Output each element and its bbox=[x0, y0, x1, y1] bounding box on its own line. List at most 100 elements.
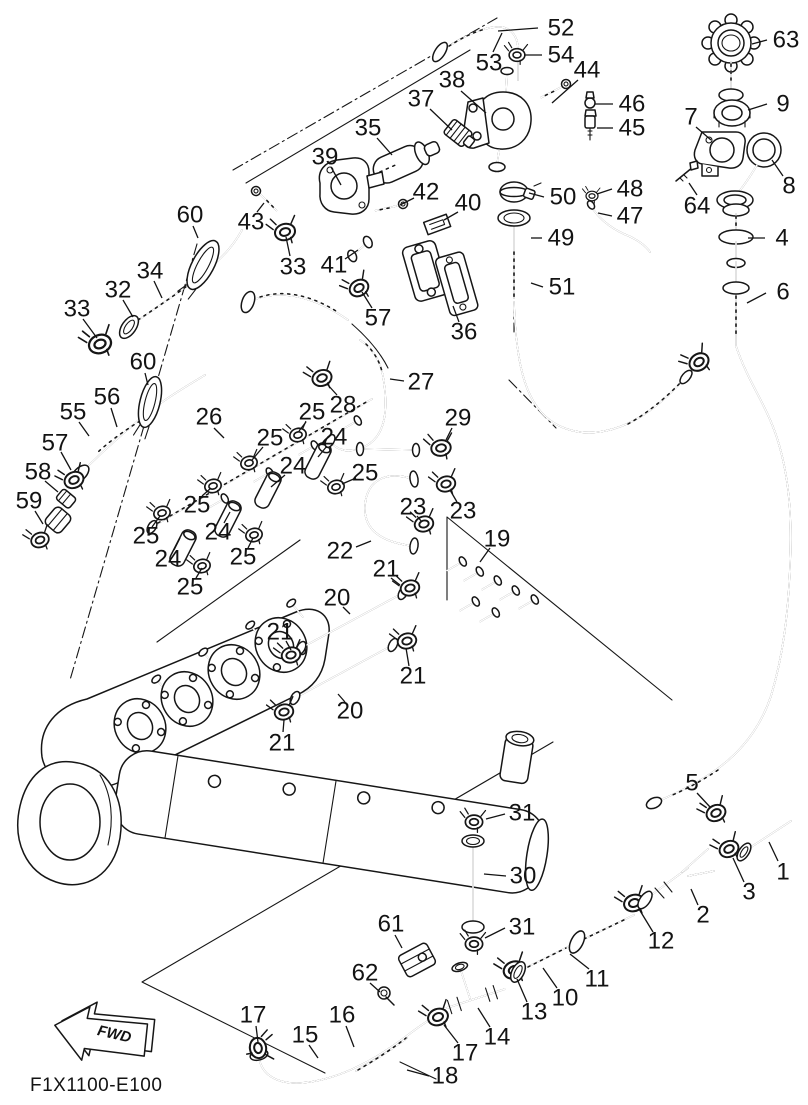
callout-19: 19 bbox=[484, 526, 511, 553]
callout-leader-24 bbox=[223, 511, 231, 524]
callout-leader-25 bbox=[341, 477, 357, 485]
callout-leader-37 bbox=[429, 108, 453, 131]
callout-leader-21 bbox=[285, 640, 292, 651]
callout-leader-64 bbox=[688, 182, 698, 196]
callout-leader-57 bbox=[60, 451, 72, 471]
callout-36: 36 bbox=[451, 319, 478, 346]
callout-leader-25 bbox=[195, 567, 203, 579]
callout-leader-10 bbox=[542, 967, 558, 989]
callout-leader-17 bbox=[255, 1025, 259, 1043]
callout-leader-35 bbox=[376, 137, 393, 156]
callout-56: 56 bbox=[94, 384, 121, 411]
callout-leader-20 bbox=[342, 606, 351, 615]
callout-leader-3 bbox=[732, 857, 745, 883]
callout-leader-21 bbox=[282, 719, 285, 733]
callout-leader-26 bbox=[213, 427, 225, 439]
fwd-arrow: FWD bbox=[54, 1001, 156, 1061]
callout-leader-5 bbox=[696, 792, 711, 808]
callout-leader-41 bbox=[344, 249, 359, 260]
callout-53: 53 bbox=[476, 50, 503, 77]
diagram-code: F1X1100-E100 bbox=[30, 1075, 162, 1096]
callout-leader-44 bbox=[551, 79, 579, 104]
callout-49: 49 bbox=[548, 225, 575, 252]
callout-10: 10 bbox=[552, 985, 579, 1012]
callout-leader-57 bbox=[361, 291, 373, 309]
callout-14: 14 bbox=[484, 1024, 511, 1051]
callout-leader-15 bbox=[308, 1044, 319, 1059]
callout-40: 40 bbox=[455, 190, 482, 217]
callout-25: 25 bbox=[133, 523, 160, 550]
callout-leader-47 bbox=[597, 212, 613, 217]
callout-52: 52 bbox=[548, 15, 575, 42]
callout-8: 8 bbox=[782, 173, 795, 200]
callout-7: 7 bbox=[684, 104, 697, 131]
callout-57: 57 bbox=[365, 305, 392, 332]
callout-leader-24 bbox=[270, 474, 286, 488]
callout-leader-17 bbox=[443, 1024, 459, 1044]
callout-25: 25 bbox=[184, 492, 211, 519]
callout-leader-31 bbox=[485, 813, 506, 820]
callout-leader-32 bbox=[122, 299, 134, 318]
callout-leader-11 bbox=[569, 953, 590, 970]
callout-24: 24 bbox=[280, 453, 307, 480]
callout-leader-27 bbox=[389, 378, 405, 382]
callout-leader-25 bbox=[201, 487, 212, 497]
callout-leader-29 bbox=[445, 427, 453, 441]
callout-leader-14 bbox=[477, 1007, 491, 1028]
callout-leader-62 bbox=[369, 982, 381, 993]
callout-33: 33 bbox=[280, 254, 307, 281]
callout-2: 2 bbox=[696, 902, 709, 929]
callout-leader-18 bbox=[406, 1069, 430, 1077]
callout-leader-56 bbox=[110, 407, 118, 428]
callout-48: 48 bbox=[617, 176, 644, 203]
callout-leader-21 bbox=[390, 577, 401, 586]
callout-leader-34 bbox=[153, 280, 163, 299]
callout-9: 9 bbox=[776, 91, 789, 118]
callout-60: 60 bbox=[130, 349, 157, 376]
callout-58: 58 bbox=[25, 459, 52, 486]
callout-47: 47 bbox=[617, 203, 644, 230]
callout-leader-52 bbox=[497, 27, 539, 32]
callout-45: 45 bbox=[619, 115, 646, 142]
callout-17: 17 bbox=[452, 1040, 479, 1067]
callout-20: 20 bbox=[337, 698, 364, 725]
fuel-rail-drawing bbox=[145, 339, 541, 728]
callout-37: 37 bbox=[408, 86, 435, 113]
callout-62: 62 bbox=[352, 960, 379, 987]
callout-32: 32 bbox=[105, 277, 132, 304]
callout-39: 39 bbox=[312, 144, 339, 171]
callout-leader-1 bbox=[768, 841, 779, 862]
regulator-cluster-drawing bbox=[20, 140, 479, 556]
callout-44: 44 bbox=[574, 57, 601, 84]
callout-27: 27 bbox=[408, 369, 435, 396]
callout-57: 57 bbox=[42, 430, 69, 457]
callout-12: 12 bbox=[648, 928, 675, 955]
callout-17: 17 bbox=[240, 1002, 267, 1029]
callout-leader-39 bbox=[330, 166, 342, 186]
callout-33: 33 bbox=[64, 296, 91, 323]
callout-leader-61 bbox=[394, 934, 403, 949]
callout-51: 51 bbox=[549, 274, 576, 301]
callout-25: 25 bbox=[230, 544, 257, 571]
callout-leader-51 bbox=[530, 282, 544, 288]
callout-leader-60 bbox=[144, 372, 149, 386]
callout-60: 60 bbox=[177, 202, 204, 229]
callout-leader-38 bbox=[460, 90, 487, 114]
callout-leader-30 bbox=[483, 873, 507, 877]
callout-41: 41 bbox=[321, 252, 348, 279]
filler-neck-drawing bbox=[513, 13, 792, 810]
callout-24: 24 bbox=[321, 424, 348, 451]
callout-24: 24 bbox=[205, 519, 232, 546]
callout-leader-21 bbox=[405, 647, 410, 667]
callout-50: 50 bbox=[550, 184, 577, 211]
callout-leader-42 bbox=[399, 197, 415, 206]
callout-leader-9 bbox=[747, 103, 768, 111]
callout-54: 54 bbox=[548, 42, 575, 69]
callout-22: 22 bbox=[327, 538, 354, 565]
callout-leader-25 bbox=[251, 446, 264, 461]
callout-24: 24 bbox=[155, 546, 182, 573]
callout-leader-23 bbox=[449, 489, 458, 503]
callout-30: 30 bbox=[510, 863, 537, 890]
callout-leader-25 bbox=[298, 421, 307, 432]
